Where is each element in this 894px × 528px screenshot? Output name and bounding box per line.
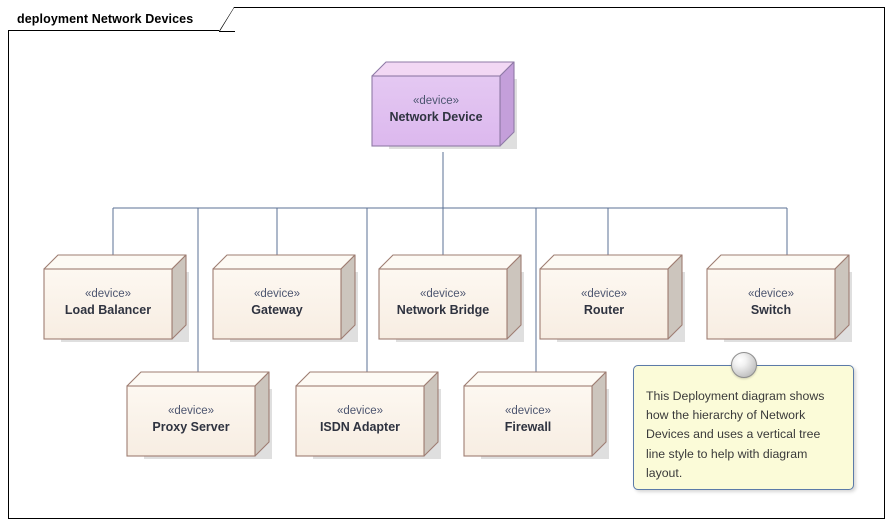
node-proxy-server[interactable]: «device»Proxy Server [126,371,273,460]
note-text: This Deployment diagram shows how the hi… [646,389,825,480]
node-shape [378,254,524,342]
node-load-balancer[interactable]: «device»Load Balancer [43,254,190,343]
node-router[interactable]: «device»Router [539,254,686,343]
node-shape [463,371,609,459]
diagram-title: deployment Network Devices [17,11,194,26]
node-shape [539,254,685,342]
node-shape [706,254,852,342]
node-network-bridge[interactable]: «device»Network Bridge [378,254,525,343]
node-shape [371,61,517,149]
node-shape [212,254,358,342]
diagram-frame-title-tab: deployment Network Devices [8,7,220,31]
node-shape [126,371,272,459]
note-pin-icon [730,352,757,378]
node-isdn-adapter[interactable]: «device»ISDN Adapter [295,371,442,460]
node-network-device[interactable]: «device»Network Device [371,61,518,150]
node-firewall[interactable]: «device»Firewall [463,371,610,460]
node-gateway[interactable]: «device»Gateway [212,254,359,343]
node-shape [43,254,189,342]
diagram-note[interactable]: This Deployment diagram shows how the hi… [633,365,854,490]
node-switch[interactable]: «device»Switch [706,254,853,343]
node-shape [295,371,441,459]
